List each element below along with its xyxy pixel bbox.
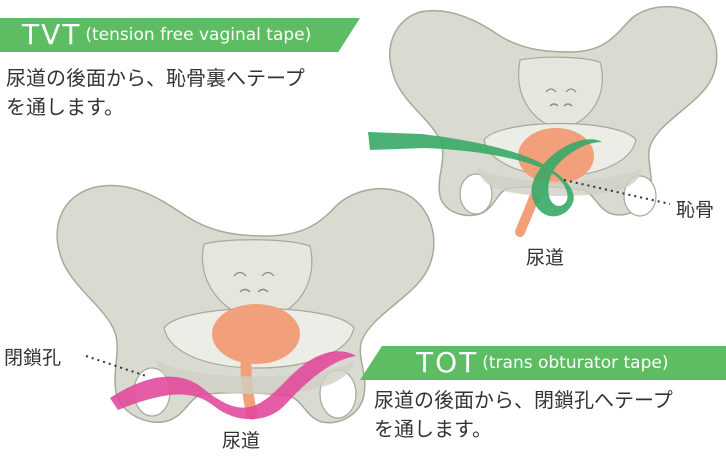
tot-banner: TOT (trans obturator tape)	[360, 346, 726, 380]
tvt-desc-line-2: を通します。	[6, 93, 305, 122]
tot-desc-line-1: 尿道の後面から、閉鎖孔へテープ	[374, 386, 673, 415]
tot-abbr: TOT	[416, 349, 478, 377]
tot-desc-line-2: を通します。	[374, 415, 673, 444]
label-urethra-tot: 尿道	[222, 426, 260, 453]
tot-description: 尿道の後面から、閉鎖孔へテープ を通します。	[374, 386, 673, 444]
label-obturator-foramen: 閉鎖孔	[4, 343, 61, 370]
tvt-description: 尿道の後面から、恥骨裏へテープ を通します。	[6, 64, 305, 122]
tot-full-name: (trans obturator tape)	[482, 355, 668, 372]
tvt-abbr: TVT	[22, 21, 81, 49]
tvt-desc-line-1: 尿道の後面から、恥骨裏へテープ	[6, 64, 305, 93]
pelvis-tvt	[368, 7, 717, 232]
tvt-banner: TVT (tension free vaginal tape)	[0, 18, 360, 52]
bladder-tot	[212, 304, 300, 364]
tvt-full-name: (tension free vaginal tape)	[85, 27, 311, 44]
label-urethra-tvt: 尿道	[526, 243, 564, 270]
label-pubis: 恥骨	[676, 195, 714, 222]
